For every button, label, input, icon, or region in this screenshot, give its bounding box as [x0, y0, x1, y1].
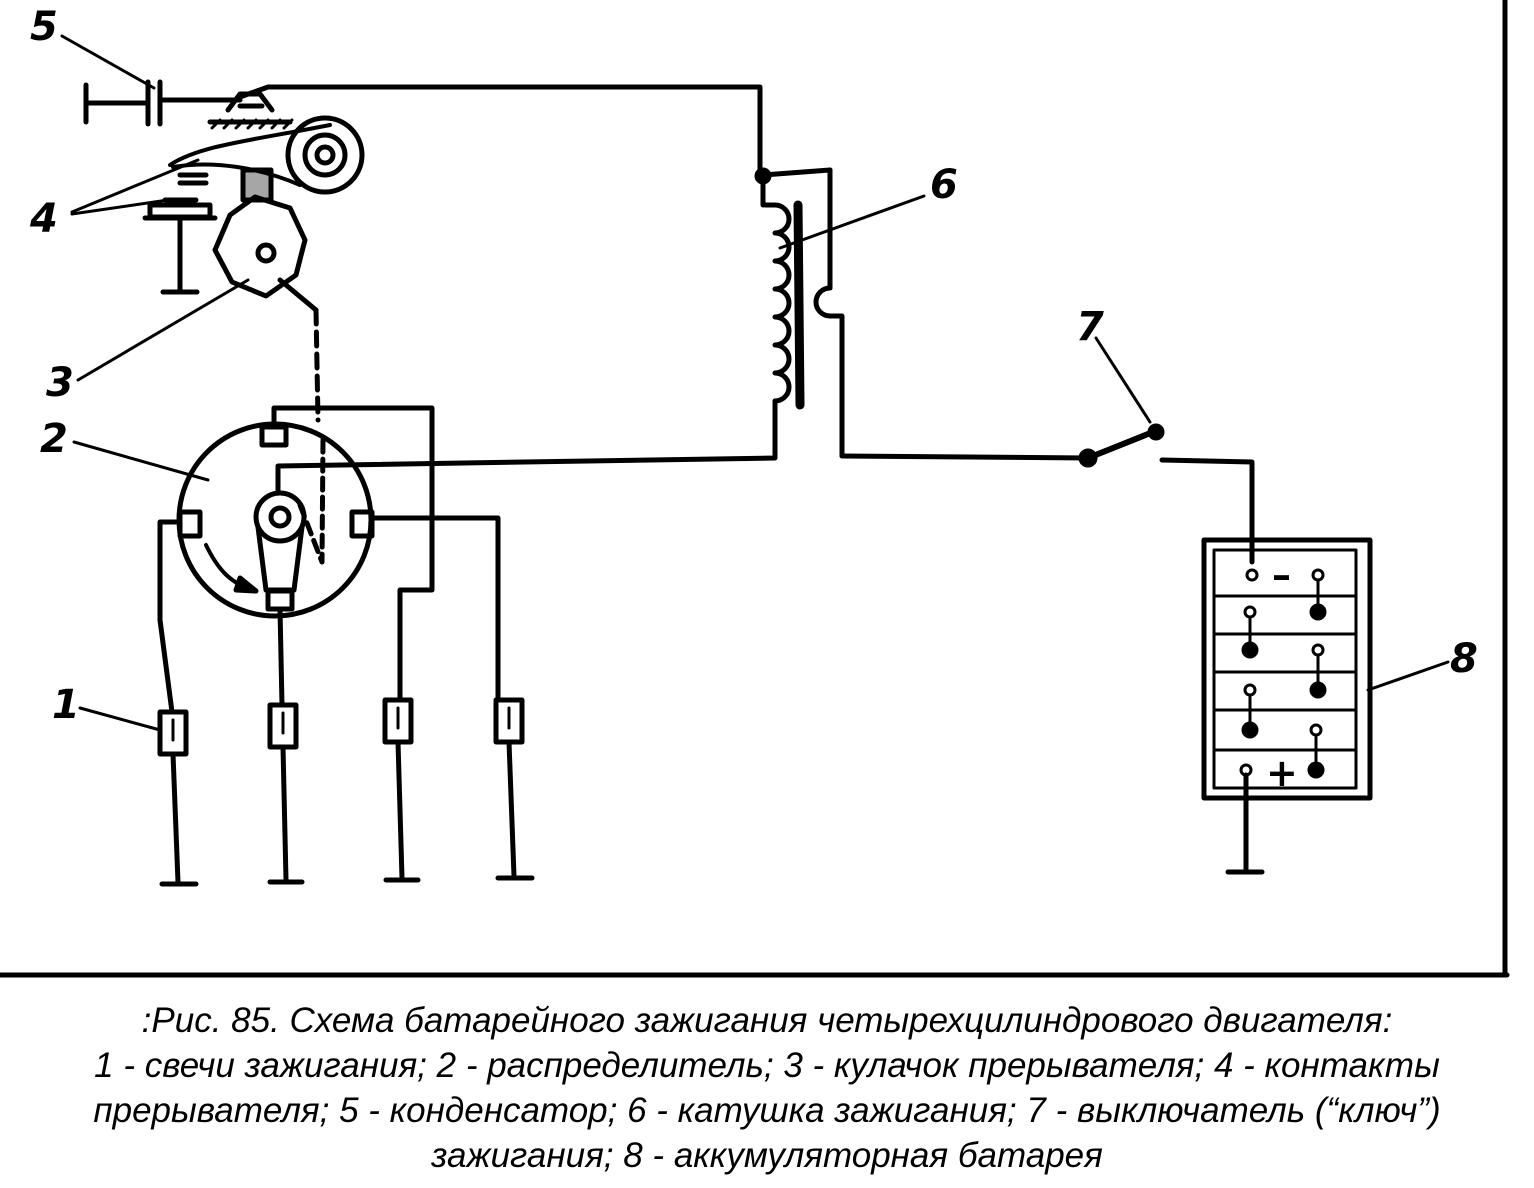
caption-line-2: 1 - свечи зажигания; 2 - распределитель;…	[94, 1046, 1440, 1085]
wire-bottom-electrode	[277, 606, 285, 708]
wire-rotor-to-coil	[275, 407, 778, 496]
leader-1	[78, 706, 162, 732]
leader-8	[1366, 660, 1450, 692]
leader-4b	[70, 198, 170, 216]
ignition-schematic: 5 4 3 2 1 6 7 8 – +	[0, 0, 1510, 978]
wire-top-electrode	[271, 405, 435, 703]
breaker-cam	[212, 194, 321, 423]
battery	[1201, 537, 1373, 875]
leader-4a	[70, 158, 200, 214]
caption-line-3: прерывателя; 5 - конденсатор; 6 - катушк…	[93, 1091, 1441, 1130]
callout-3: 3	[46, 360, 74, 406]
ignition-switch	[1078, 423, 1255, 565]
callout-4: 4	[29, 196, 58, 242]
caption-line-1: :Рис. 85. Схема батарейного зажигания че…	[141, 1001, 1393, 1040]
leader-2	[72, 440, 210, 482]
figure-caption: :Рис. 85. Схема батарейного зажигания че…	[0, 998, 1534, 1178]
caption-line-4: зажигания; 8 - аккумуляторная батарея	[431, 1136, 1103, 1175]
condenser	[83, 79, 243, 127]
distributor	[176, 421, 375, 619]
callout-2: 2	[40, 416, 68, 462]
wire-coil-to-switch	[839, 453, 1091, 461]
leader-6	[778, 194, 926, 250]
spark-plug-1	[157, 709, 199, 887]
wire-left-electrode	[157, 519, 183, 715]
leader-3	[76, 278, 250, 382]
callout-7: 7	[1076, 304, 1104, 350]
breaker-assembly	[142, 91, 365, 295]
battery-plus-sign: +	[1266, 751, 1298, 795]
leader-5	[60, 34, 156, 90]
coil-junction-dot	[754, 167, 772, 185]
leader-7	[1094, 336, 1152, 424]
callout-5: 5	[30, 4, 58, 50]
battery-minus-sign: –	[1272, 553, 1291, 597]
callout-1: 1	[52, 682, 80, 728]
spark-plug-4	[493, 697, 535, 881]
spark-plug-3	[382, 697, 421, 883]
callout-6: 6	[930, 162, 958, 208]
callout-8: 8	[1450, 636, 1478, 682]
wire-right-electrode	[369, 515, 501, 703]
spark-plug-2	[267, 702, 305, 885]
